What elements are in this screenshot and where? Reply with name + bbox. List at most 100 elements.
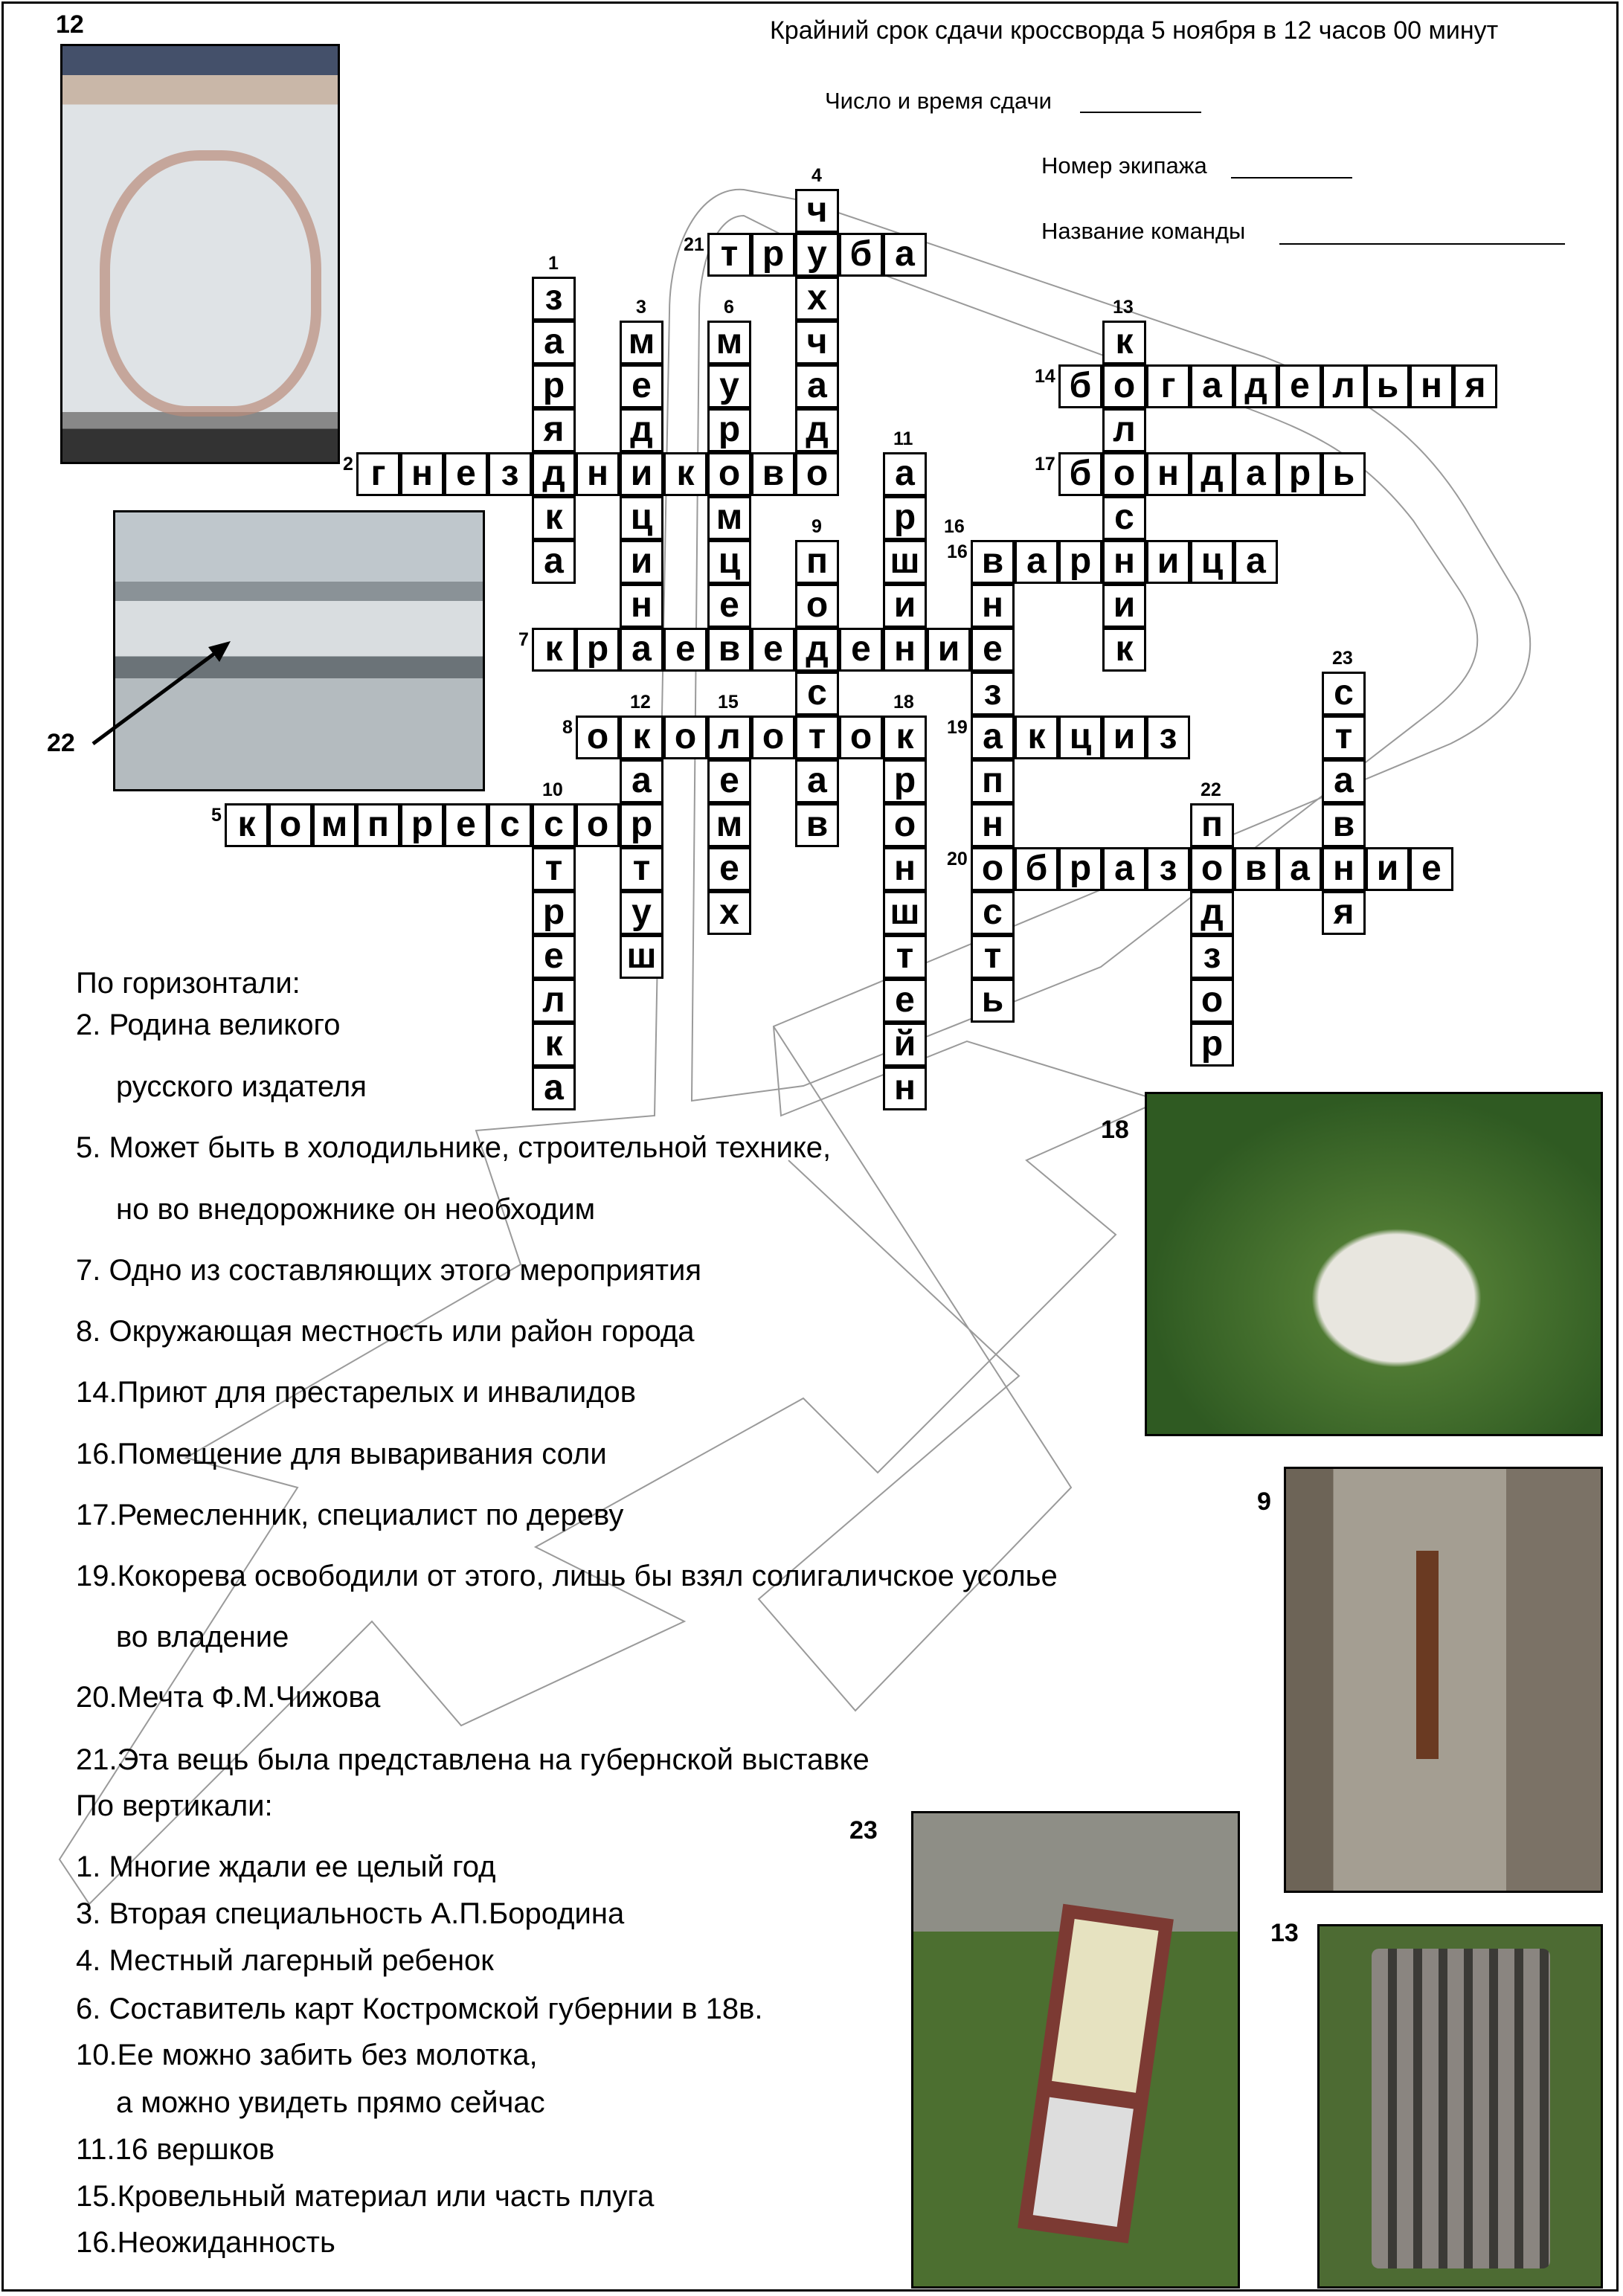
- crossword-cell[interactable]: з: [1146, 716, 1190, 759]
- crossword-cell[interactable]: и: [1366, 847, 1410, 891]
- crossword-cell[interactable]: к: [532, 1023, 576, 1067]
- crossword-cell[interactable]: к: [883, 716, 927, 759]
- crossword-cell[interactable]: л: [532, 979, 576, 1023]
- crossword-cell[interactable]: о: [1102, 452, 1146, 496]
- crossword-cell[interactable]: ц: [707, 540, 751, 584]
- crossword-cell[interactable]: р: [620, 803, 663, 847]
- crossword-cell[interactable]: г: [1146, 364, 1190, 408]
- crossword-cell[interactable]: с: [795, 672, 839, 716]
- crossword-cell[interactable]: у: [620, 891, 663, 935]
- crossword-cell[interactable]: а: [532, 1067, 576, 1110]
- crossword-cell[interactable]: е: [707, 584, 751, 628]
- crossword-cell[interactable]: р: [707, 408, 751, 452]
- crossword-cell[interactable]: з: [488, 452, 532, 496]
- crossword-cell[interactable]: й: [883, 1023, 927, 1067]
- crossword-cell[interactable]: о: [883, 803, 927, 847]
- crossword-cell[interactable]: о: [795, 584, 839, 628]
- crossword-cell[interactable]: с: [532, 803, 576, 847]
- crossword-cell[interactable]: р: [883, 496, 927, 540]
- crossword-cell[interactable]: е: [1278, 364, 1322, 408]
- crossword-cell[interactable]: е: [532, 935, 576, 979]
- crossword-cell[interactable]: к: [620, 716, 663, 759]
- crossword-cell[interactable]: а: [1015, 540, 1058, 584]
- crossword-cell[interactable]: т: [795, 716, 839, 759]
- crossword-cell[interactable]: т: [707, 233, 751, 277]
- crossword-cell[interactable]: е: [663, 628, 707, 672]
- crossword-cell[interactable]: н: [400, 452, 444, 496]
- crossword-cell[interactable]: н: [883, 1067, 927, 1110]
- crossword-cell[interactable]: т: [532, 847, 576, 891]
- crossword-cell[interactable]: н: [883, 847, 927, 891]
- crossword-cell[interactable]: з: [532, 277, 576, 321]
- crossword-cell[interactable]: а: [795, 759, 839, 803]
- crossword-cell[interactable]: е: [444, 803, 488, 847]
- crossword-cell[interactable]: с: [971, 891, 1015, 935]
- crossword-cell[interactable]: к: [532, 628, 576, 672]
- crossword-cell[interactable]: р: [883, 759, 927, 803]
- crossword-cell[interactable]: е: [1410, 847, 1453, 891]
- crossword-cell[interactable]: а: [532, 540, 576, 584]
- crossword-cell[interactable]: о: [663, 716, 707, 759]
- crossword-cell[interactable]: а: [532, 321, 576, 364]
- crossword-cell[interactable]: н: [971, 803, 1015, 847]
- crossword-cell[interactable]: е: [883, 979, 927, 1023]
- crossword-cell[interactable]: м: [707, 496, 751, 540]
- crossword-cell[interactable]: я: [1322, 891, 1366, 935]
- crossword-cell[interactable]: г: [356, 452, 400, 496]
- crossword-cell[interactable]: а: [1322, 759, 1366, 803]
- crossword-cell[interactable]: ц: [620, 496, 663, 540]
- crossword-cell[interactable]: и: [927, 628, 971, 672]
- crossword-cell[interactable]: н: [1146, 452, 1190, 496]
- crossword-cell[interactable]: о: [1190, 979, 1234, 1023]
- crossword-cell[interactable]: е: [707, 847, 751, 891]
- crossword-cell[interactable]: е: [839, 628, 883, 672]
- crossword-cell[interactable]: ц: [1190, 540, 1234, 584]
- crossword-cell[interactable]: р: [1058, 540, 1102, 584]
- crossword-cell[interactable]: т: [971, 935, 1015, 979]
- crossword-cell[interactable]: н: [576, 452, 620, 496]
- crossword-cell[interactable]: я: [532, 408, 576, 452]
- crossword-cell[interactable]: п: [971, 759, 1015, 803]
- crossword-cell[interactable]: б: [1015, 847, 1058, 891]
- crossword-cell[interactable]: л: [1102, 408, 1146, 452]
- crossword-cell[interactable]: о: [1190, 847, 1234, 891]
- crossword-cell[interactable]: о: [707, 452, 751, 496]
- crossword-cell[interactable]: и: [620, 540, 663, 584]
- crossword-cell[interactable]: в: [1234, 847, 1278, 891]
- crossword-cell[interactable]: я: [1453, 364, 1497, 408]
- crossword-cell[interactable]: к: [1102, 321, 1146, 364]
- crossword-cell[interactable]: к: [532, 496, 576, 540]
- crossword-cell[interactable]: р: [1058, 847, 1102, 891]
- crossword-cell[interactable]: б: [839, 233, 883, 277]
- crossword-cell[interactable]: ч: [795, 321, 839, 364]
- crossword-cell[interactable]: ь: [1322, 452, 1366, 496]
- crossword-cell[interactable]: т: [620, 847, 663, 891]
- crossword-cell[interactable]: м: [707, 803, 751, 847]
- crossword-cell[interactable]: з: [1146, 847, 1190, 891]
- crossword-cell[interactable]: д: [620, 408, 663, 452]
- crossword-cell[interactable]: н: [883, 628, 927, 672]
- crossword-cell[interactable]: о: [839, 716, 883, 759]
- crossword-cell[interactable]: о: [576, 803, 620, 847]
- crew-number-field[interactable]: [1231, 177, 1352, 179]
- crossword-cell[interactable]: и: [1146, 540, 1190, 584]
- crossword-cell[interactable]: ш: [883, 540, 927, 584]
- crossword-cell[interactable]: р: [1190, 1023, 1234, 1067]
- crossword-cell[interactable]: а: [883, 233, 927, 277]
- crossword-cell[interactable]: а: [1234, 452, 1278, 496]
- crossword-cell[interactable]: д: [1190, 891, 1234, 935]
- crossword-cell[interactable]: а: [1102, 847, 1146, 891]
- crossword-cell[interactable]: с: [1322, 672, 1366, 716]
- crossword-cell[interactable]: с: [1102, 496, 1146, 540]
- crossword-cell[interactable]: н: [1102, 540, 1146, 584]
- crossword-cell[interactable]: р: [751, 233, 795, 277]
- crossword-cell[interactable]: п: [356, 803, 400, 847]
- crossword-cell[interactable]: н: [1322, 847, 1366, 891]
- crossword-cell[interactable]: к: [1015, 716, 1058, 759]
- crossword-cell[interactable]: п: [1190, 803, 1234, 847]
- crossword-cell[interactable]: д: [795, 408, 839, 452]
- crossword-cell[interactable]: д: [1190, 452, 1234, 496]
- crossword-cell[interactable]: р: [576, 628, 620, 672]
- crossword-cell[interactable]: р: [1278, 452, 1322, 496]
- crossword-cell[interactable]: х: [795, 277, 839, 321]
